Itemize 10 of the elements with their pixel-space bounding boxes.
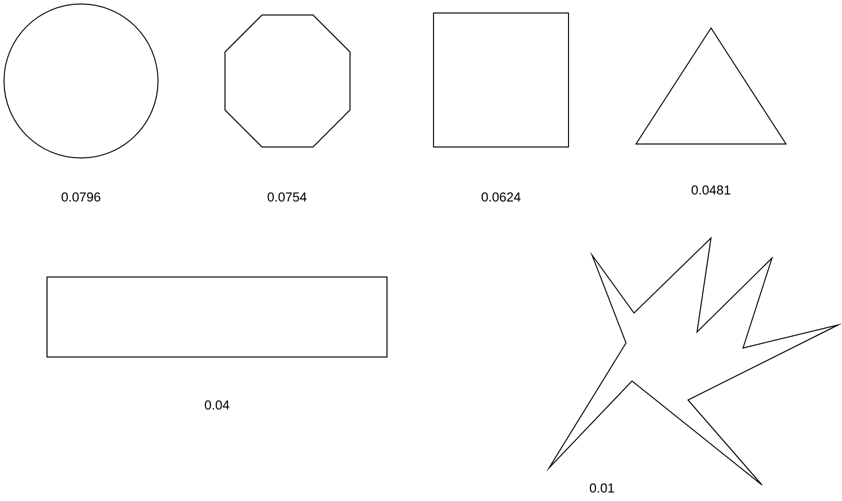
rectangle-outline xyxy=(46,276,388,358)
value-label: 0.04 xyxy=(204,400,230,410)
square-outline xyxy=(433,12,569,148)
value-label: 0.0624 xyxy=(482,192,520,202)
value-label: 0.0796 xyxy=(62,192,100,202)
octagon-outline xyxy=(224,14,350,148)
value-label: 0.0754 xyxy=(268,192,306,202)
value-label: 0.01 xyxy=(590,483,614,493)
circle-outline xyxy=(4,4,158,158)
value-label: 0.0481 xyxy=(692,185,730,195)
